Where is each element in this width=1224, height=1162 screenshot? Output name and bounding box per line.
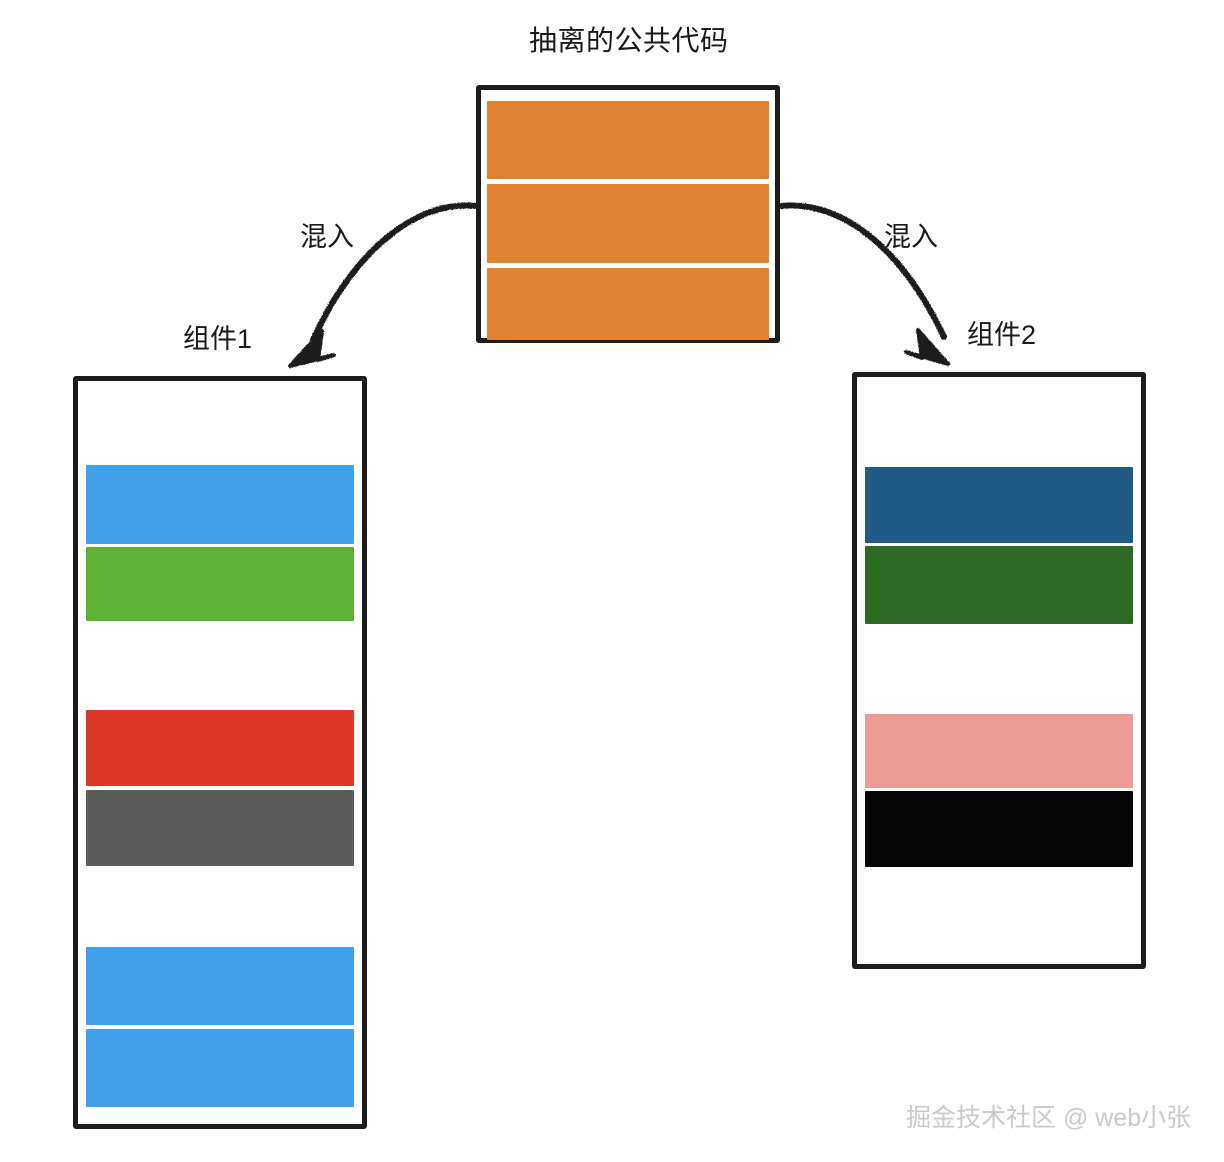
arrow-head-right: [904, 328, 950, 366]
dark-green-bar-2: [865, 546, 1133, 624]
pink-bar-3: [865, 714, 1133, 788]
blue-bar-1: [86, 465, 354, 544]
blue-bar-6: [86, 1029, 354, 1107]
blue-bar-5: [86, 947, 354, 1025]
bar-2: [487, 184, 769, 263]
component-1-label: 组件1: [183, 324, 253, 354]
component-2-label: 组件2: [967, 320, 1037, 350]
bar-3: [487, 268, 769, 340]
arrow-head-left: [288, 329, 336, 368]
page-title: 抽离的公共代码: [529, 25, 729, 56]
watermark: 掘金技术社区 @ web小张: [906, 1104, 1192, 1132]
shared-code-box: [476, 85, 780, 343]
mixin-label-left: 混入: [300, 222, 354, 252]
green-bar-2: [86, 547, 354, 621]
shared-code-bar-list: [481, 90, 775, 340]
mixin-label-right: 混入: [884, 222, 938, 252]
dark-blue-bar-1: [865, 467, 1133, 543]
component-2-bar-list: [857, 377, 1141, 964]
bar-1: [487, 101, 769, 179]
component-2-box: [852, 372, 1146, 969]
component-1-box: [73, 376, 367, 1129]
black-bar-4: [865, 791, 1133, 867]
gray-bar-4: [86, 790, 354, 866]
red-bar-3: [86, 710, 354, 786]
component-1-bar-list: [78, 381, 362, 1124]
